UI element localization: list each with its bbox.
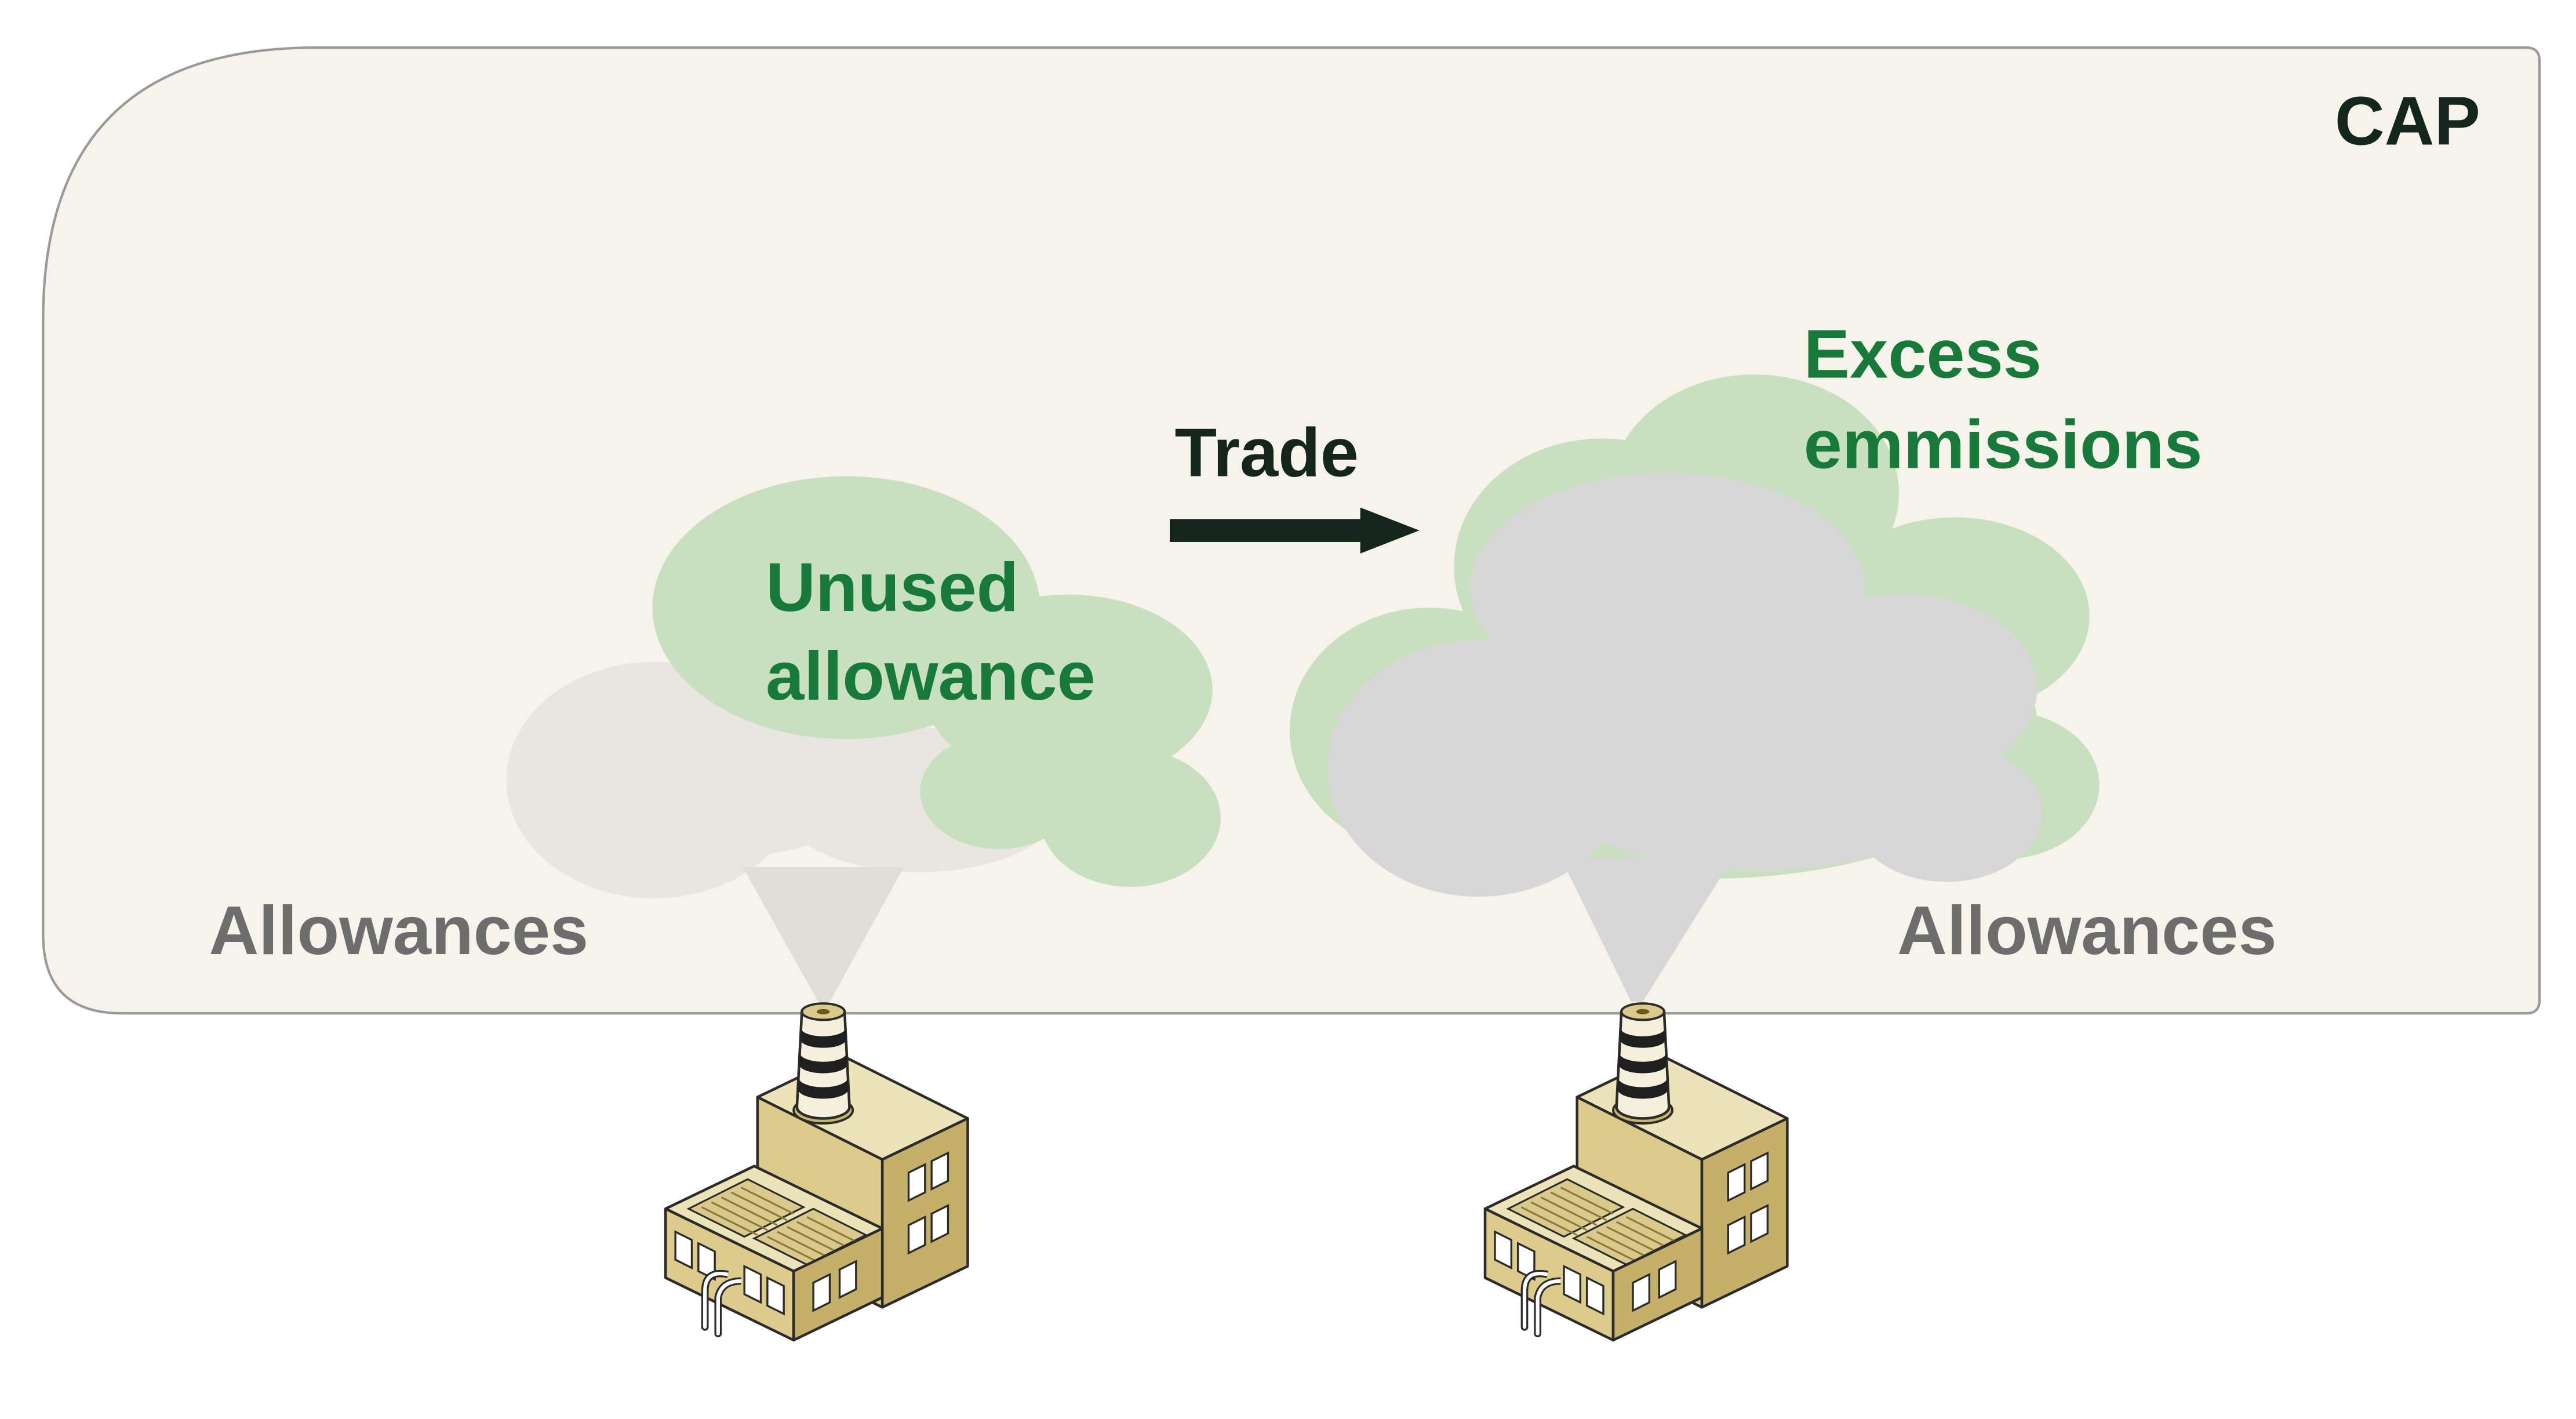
factory-right (1485, 1003, 1787, 1340)
unused-allowance-label-line1: Unused (766, 549, 1018, 626)
cap-label: CAP (2335, 82, 2480, 159)
trade-arrow (1170, 507, 1420, 554)
unused-allowance-cloud (652, 476, 1221, 887)
unused-allowance-label-line2: allowance (766, 638, 1096, 715)
emissions-cloud-right (1327, 473, 2042, 897)
factory-left (665, 1003, 967, 1340)
excess-emissions-label-line2: emmissions (1804, 406, 2203, 483)
trade-label: Trade (1175, 414, 1359, 492)
excess-emissions-label-line1: Excess (1804, 316, 2042, 393)
emission-plume-right (1560, 857, 1733, 1002)
emission-plume-left (743, 867, 904, 1002)
allowances-label-right: Allowances (1897, 892, 2277, 969)
allowances-label-left: Allowances (209, 892, 588, 969)
